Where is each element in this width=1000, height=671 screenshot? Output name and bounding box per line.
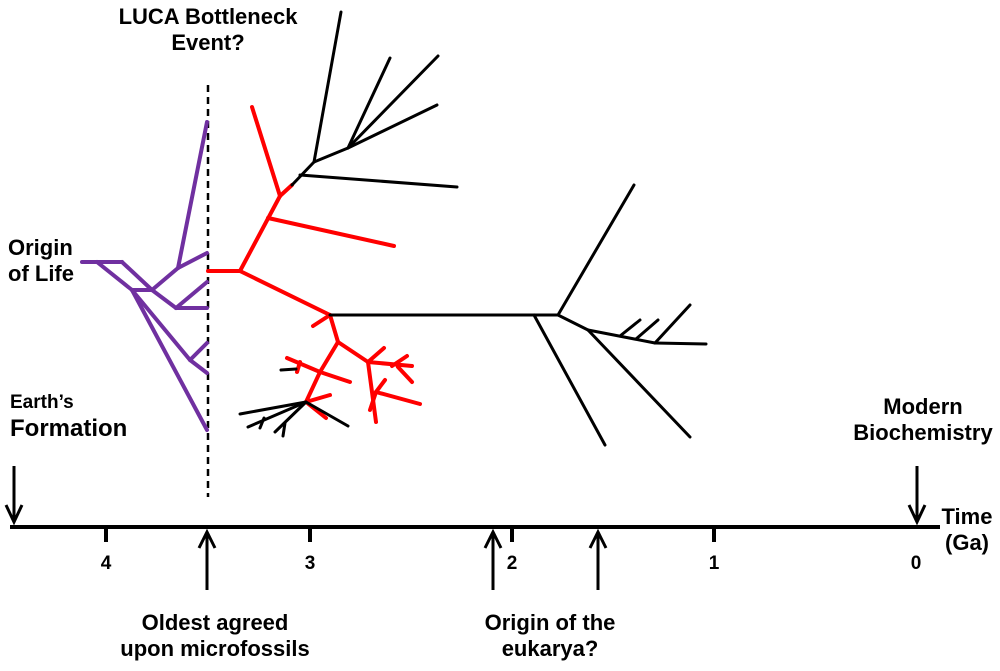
tick-label-2: 2 [506,553,518,574]
modern-biochemistry-label: Modern Biochemistry [848,394,998,447]
origin-eukarya-label: Origin of the eukarya? [450,610,650,663]
eukarya-line2: eukarya? [501,636,599,662]
oldest-microfossils-label: Oldest agreed upon microfossils [100,610,330,663]
earths-formation-label: Earth’s Formation [10,392,127,444]
eukarya-line1: Origin of the [484,610,616,635]
time-axis-label: Time (Ga) [936,504,998,557]
origin-of-life-label: Origin of Life [8,235,74,288]
lower-left-black-branches [238,367,350,438]
time-line1: Time [941,504,993,529]
early-life-branches [80,120,209,432]
earth-formation-arrow [4,466,24,526]
luca-descendant-branches [206,105,422,424]
tick-label-3: 3 [304,553,316,574]
origin-life-line2: of Life [8,261,74,287]
modern-line2: Biochemistry [853,420,993,446]
tick-label-1: 1 [708,553,720,574]
eukarya-origin-arrow-1 [483,528,503,590]
fossils-line1: Oldest agreed [141,610,289,635]
time-line2: (Ga) [945,530,989,556]
earth-line1: Earth’s [10,392,74,413]
luca-bottleneck-label: LUCA Bottleneck Event? [98,4,318,57]
modern-line1: Modern [883,394,963,419]
time-axis [10,525,940,542]
origin-life-line1: Origin [8,235,73,260]
tick-label-0: 0 [910,553,922,574]
modern-biochemistry-arrow [907,466,927,526]
eukarya-black-branches [328,183,708,447]
tick-label-4: 4 [100,553,112,574]
microfossils-arrow [197,528,217,590]
luca-label-line2: Event? [171,30,245,56]
earth-line2: Formation [10,414,128,442]
eukarya-origin-arrow-2 [588,528,608,590]
upper-black-branches [290,10,459,189]
fossils-line2: upon microfossils [120,636,310,662]
luca-label-line1: LUCA Bottleneck [118,4,298,29]
